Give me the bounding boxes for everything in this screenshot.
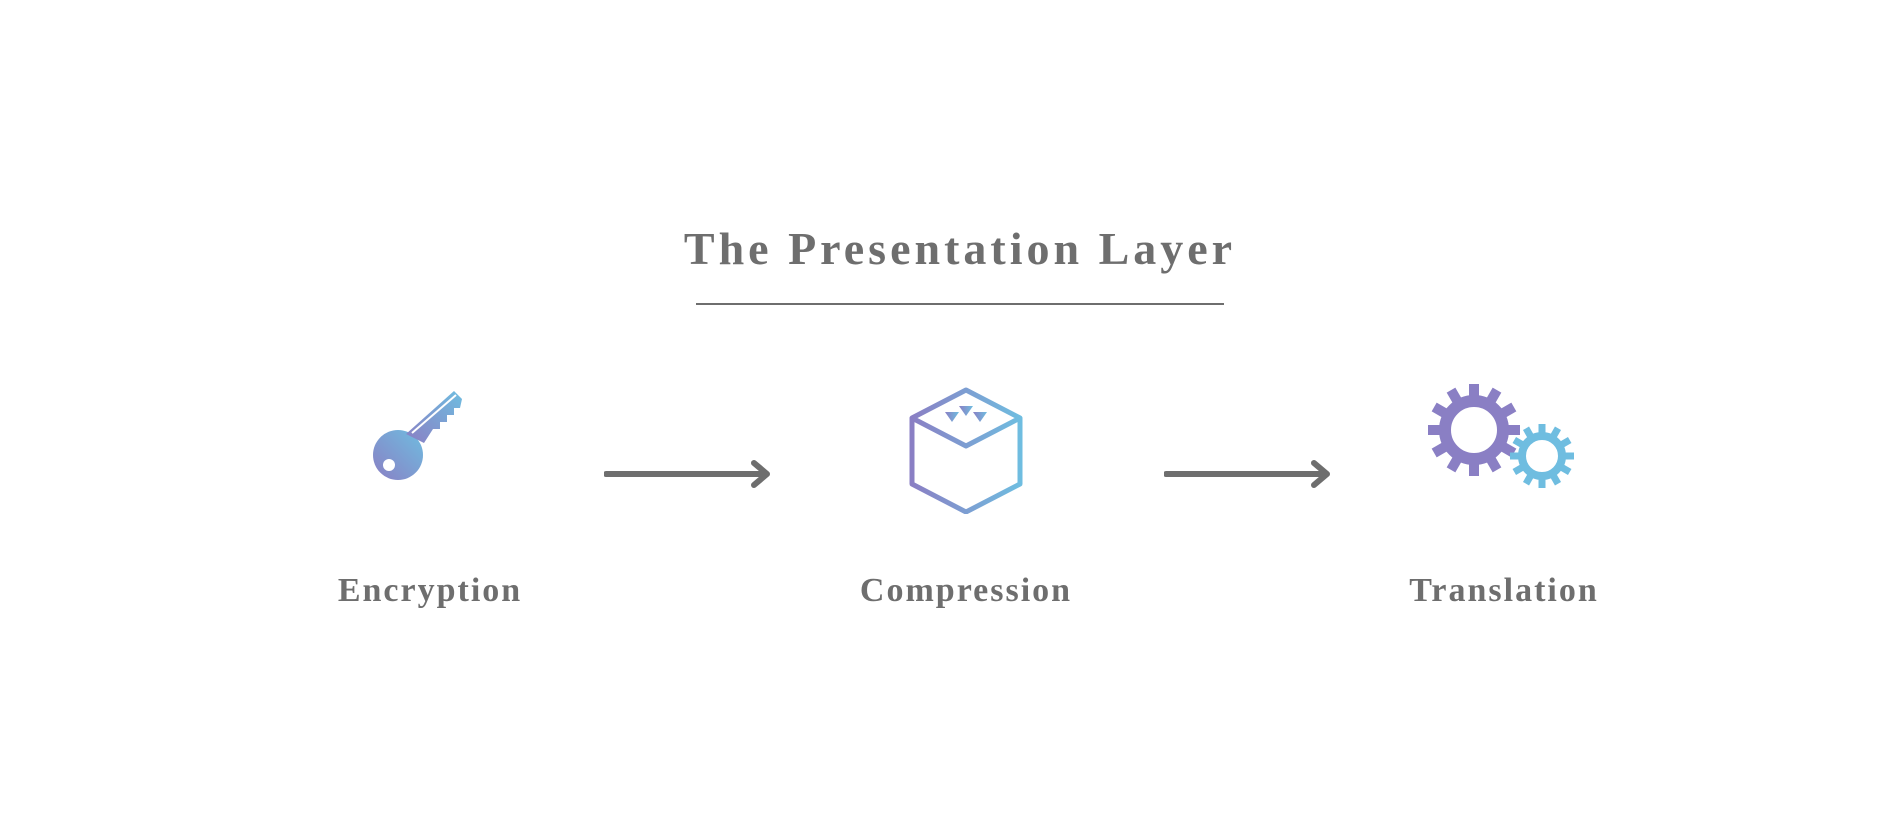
step-label-translation: Translation (1409, 572, 1599, 609)
title-underline (696, 303, 1224, 305)
gears-icon (1428, 384, 1574, 488)
step-label-compression: Compression (859, 572, 1073, 609)
right-arrow-icon (1164, 460, 1330, 488)
diagram-title: The Presentation Layer (683, 223, 1237, 274)
step-label-encryption: Encryption (337, 572, 523, 609)
key-icon (373, 391, 462, 480)
compression-box-icon (909, 360, 1023, 514)
right-arrow-icon (604, 460, 770, 488)
